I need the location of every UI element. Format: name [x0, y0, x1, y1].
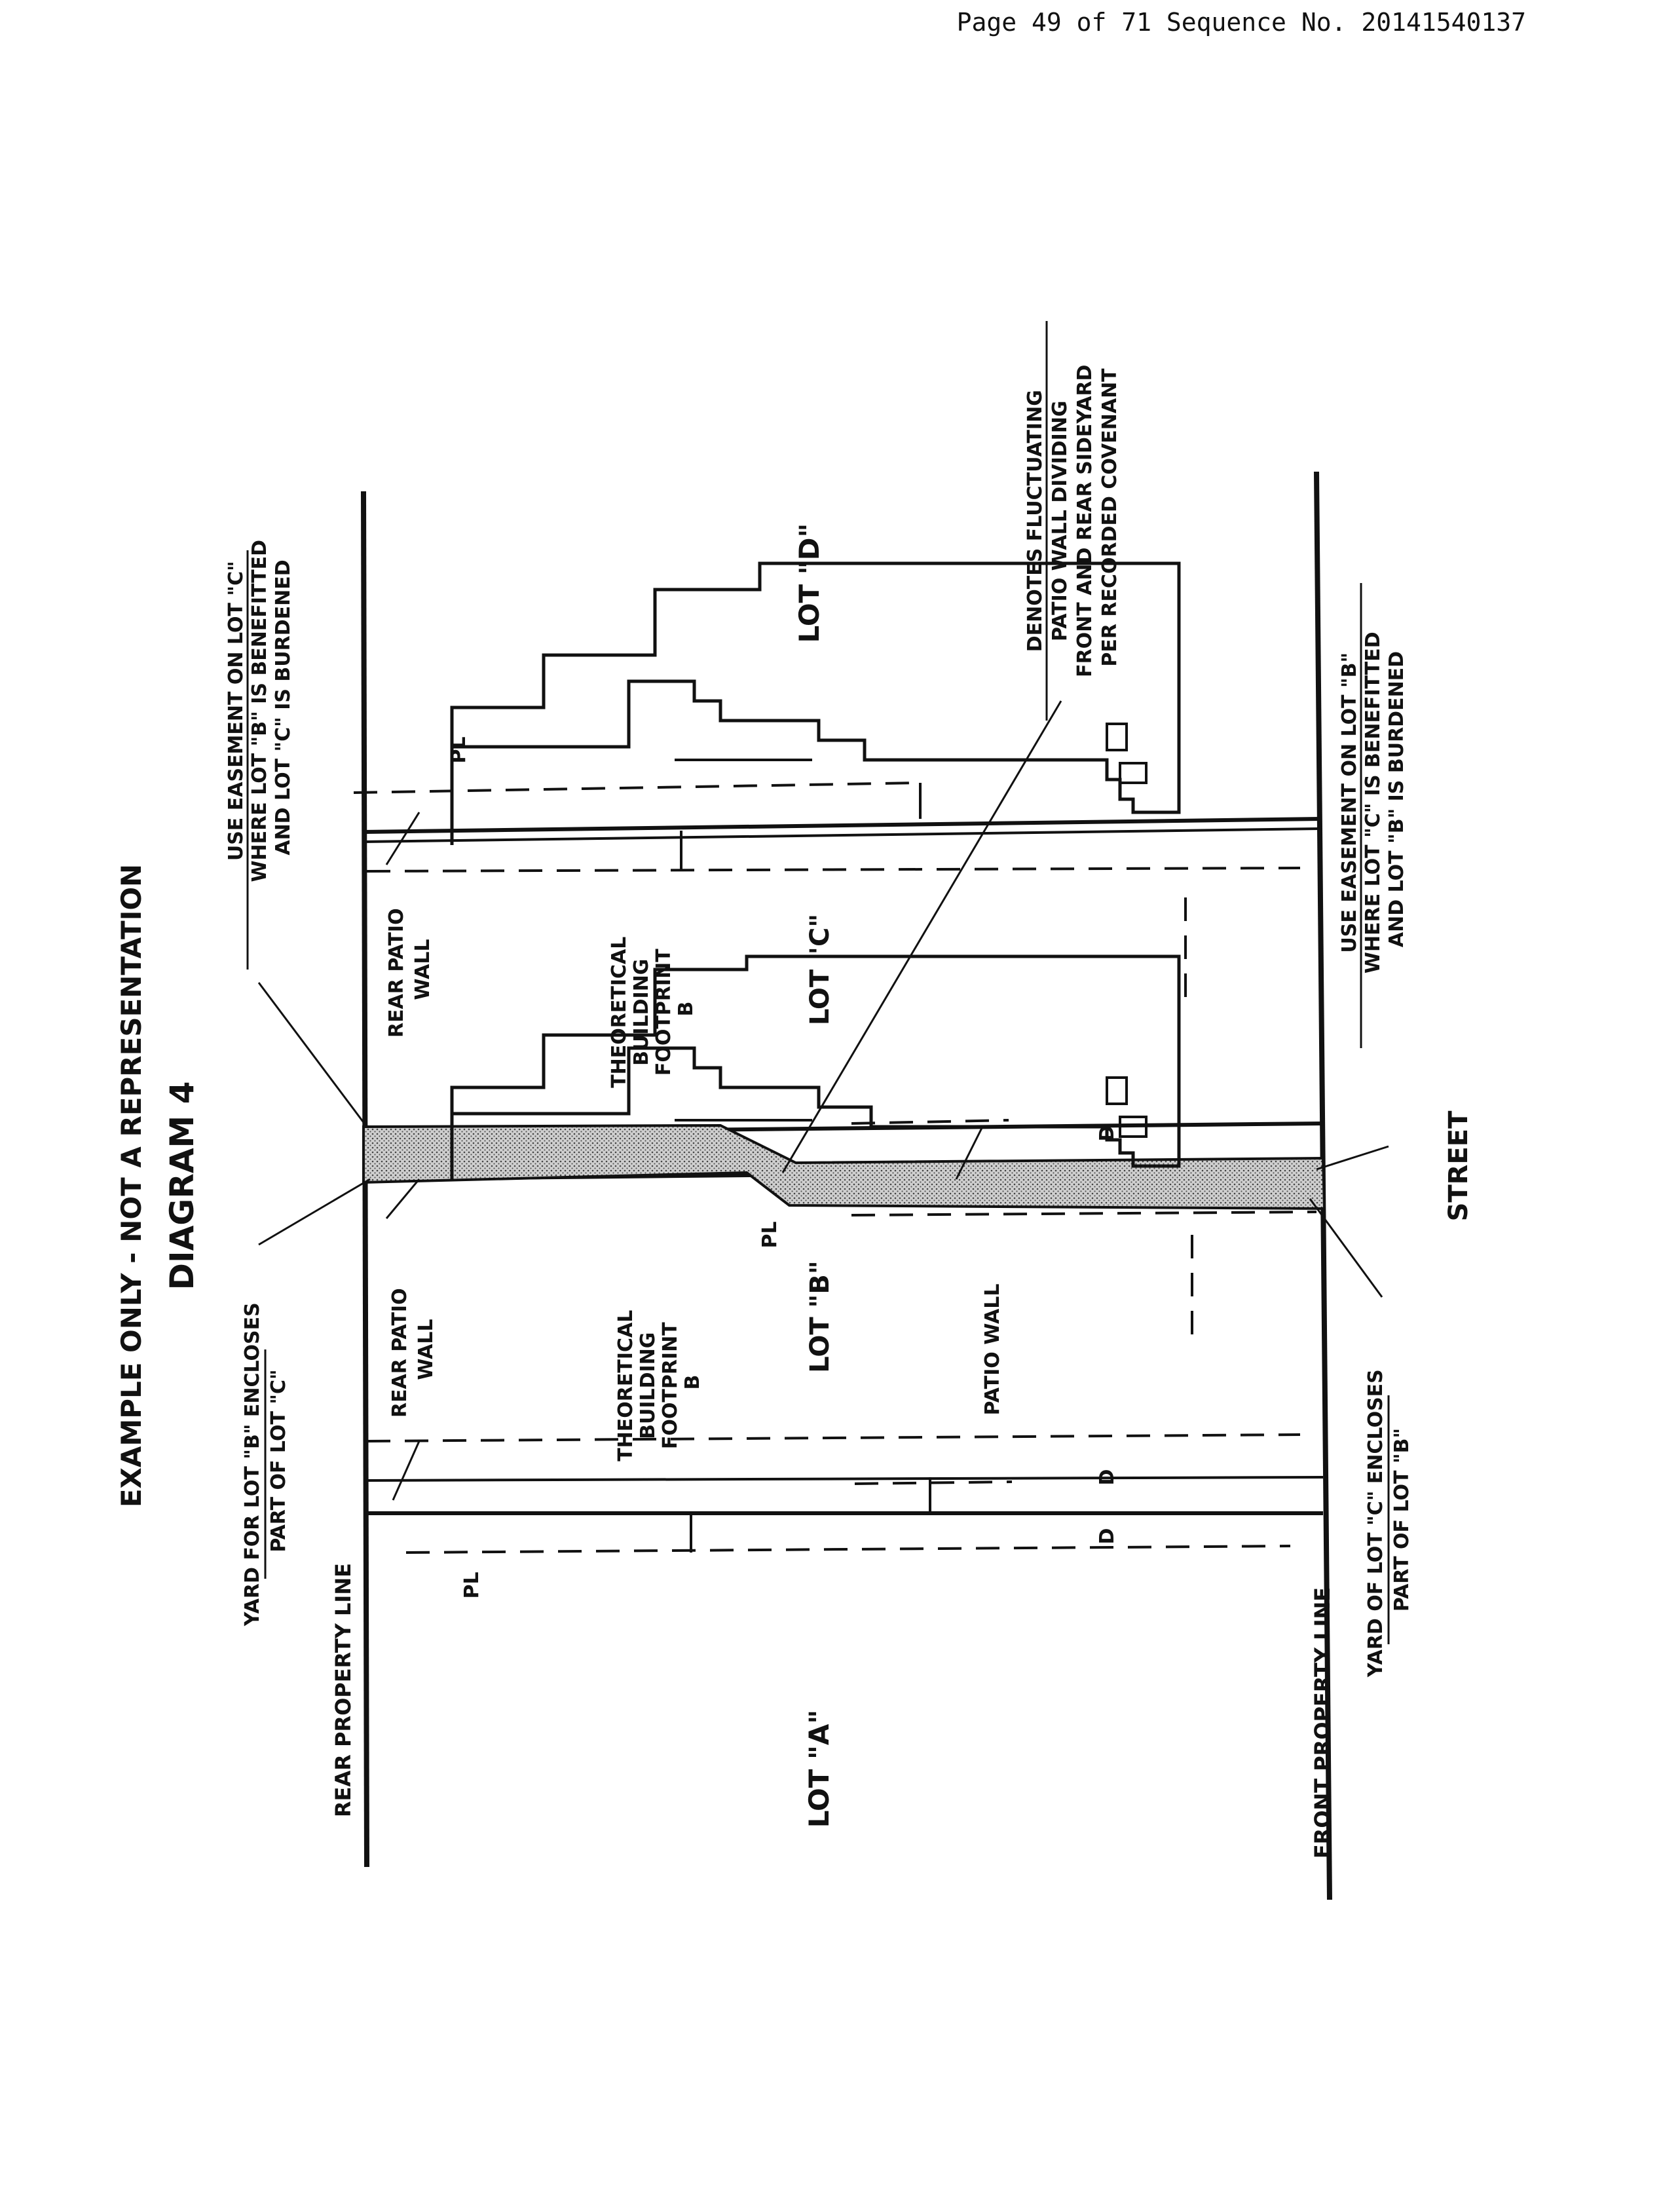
svg-text:LOT "C": LOT "C"	[805, 914, 835, 1025]
svg-text:REAR PATIO WALL: REAR PATIO WALL	[388, 1281, 438, 1418]
diagram-subtitle: DIAGRAM 4	[163, 1082, 201, 1291]
window-c-1	[1119, 762, 1148, 784]
footprint-b-label: THEORETICAL BUILDING FOOTPRINT B	[614, 1303, 704, 1461]
easement-lot-b-label: USE EASEMENT ON LOT "B" WHERE LOT "C" IS…	[1338, 625, 1408, 973]
window-b-1	[1119, 1116, 1148, 1138]
svg-text:PL: PL	[758, 1221, 781, 1248]
lot-b-label: LOT "B"	[805, 1260, 835, 1372]
diagram-title: EXAMPLE ONLY - NOT A REPRESENTATION	[115, 864, 147, 1507]
svg-text:PL: PL	[460, 1572, 483, 1598]
svg-text:DENOTES FLUCTUATING PATI: DENOTES FLUCTUATING PATIO WALL DIVIDING …	[1024, 358, 1121, 677]
lot-d-label: LOT "D"	[793, 523, 825, 643]
d-symbol-3: D	[1096, 1125, 1119, 1142]
pl-symbol-2: PL	[758, 1221, 781, 1248]
svg-text:EXAMPLE ONLY - NOT A REPRESENT: EXAMPLE ONLY - NOT A REPRESENTATION	[115, 864, 147, 1507]
svg-text:D: D	[1096, 1528, 1119, 1545]
front-property-line-label: FRONT PROPERTY LINE	[1310, 1587, 1335, 1858]
lot-a-label: LOT "A"	[803, 1710, 835, 1828]
svg-text:THEORETICAL BUILDING: THEORETICAL BUILDING FOOTPRINT B	[614, 1303, 704, 1461]
yard-c-label: YARD OF LOT "C" ENCLOSES PART OF LOT "B"	[1364, 1363, 1413, 1678]
rear-patio-wall-label-b: REAR PATIO WALL	[388, 1281, 438, 1418]
fluctuating-patio-wall-strip	[362, 1123, 1326, 1211]
svg-text:USE EASEMENT ON LOT "B": USE EASEMENT ON LOT "B" WHERE LOT "C" IS…	[1338, 625, 1408, 973]
svg-text:PATIO WALL: PATIO WALL	[981, 1284, 1004, 1416]
street-label: STREET	[1444, 1110, 1474, 1222]
lot-line-c-d-outer	[363, 817, 1320, 834]
svg-text:LOT "B": LOT "B"	[805, 1260, 835, 1372]
svg-text:D: D	[1096, 1125, 1119, 1142]
svg-text:YARD OF LOT "C" ENCLOSES: YARD OF LOT "C" ENCLOSES PART OF LOT "B"	[1364, 1363, 1413, 1678]
rear-property-line-label: REAR PROPERTY LINE	[331, 1563, 356, 1817]
svg-text:PL: PL	[447, 736, 470, 763]
setback-dashed-lines	[353, 782, 1317, 1554]
lot-c-label: LOT "C"	[805, 914, 835, 1025]
window-c-2	[1106, 723, 1128, 751]
d-symbol-2: D	[1096, 1469, 1119, 1486]
footprint-c-label: THEORETICAL BUILDING FOOTPRINT B	[608, 930, 698, 1088]
svg-text:D: D	[1096, 1469, 1119, 1486]
lot-line-a-b-inner	[366, 1476, 1324, 1482]
rear-patio-wall-label-c: REAR PATIO WALL	[385, 901, 434, 1038]
d-symbol-1: D	[1096, 1528, 1119, 1545]
svg-text:USE EASEMENT ON LOT "C": USE EASEMENT ON LOT "C" WHERE LOT "B" IS…	[225, 533, 295, 882]
yard-b-label: YARD FOR LOT "B" ENCLOSES PART OF LOT "C…	[241, 1296, 290, 1627]
svg-text:STREET: STREET	[1444, 1110, 1474, 1222]
svg-text:LOT "A": LOT "A"	[803, 1710, 835, 1828]
svg-text:LOT "D": LOT "D"	[793, 523, 825, 643]
fluctuating-wall-note: DENOTES FLUCTUATING PATIO WALL DIVIDING …	[1024, 358, 1121, 677]
building-footprint-lot-b	[450, 954, 1181, 1179]
svg-text:YARD FOR LOT "B" ENCLOSES: YARD FOR LOT "B" ENCLOSES PART OF LOT "C…	[241, 1296, 290, 1627]
svg-text:FRONT PROPERTY LINE: FRONT PROPERTY LINE	[1310, 1587, 1335, 1858]
leader-lines	[257, 700, 1389, 1501]
svg-text:THEORETICAL BUILDING: THEORETICAL BUILDING FOOTPRINT B	[608, 930, 698, 1088]
pl-symbol-1: PL	[460, 1572, 483, 1598]
svg-text:DIAGRAM 4: DIAGRAM 4	[163, 1082, 201, 1291]
easement-lot-c-label: USE EASEMENT ON LOT "C" WHERE LOT "B" IS…	[225, 533, 295, 882]
lot-line-c-d-inner	[363, 827, 1320, 843]
svg-text:REAR PATIO WALL: REAR PATIO WALL	[385, 901, 434, 1038]
svg-text:REAR PROPERTY LINE: REAR PROPERTY LINE	[331, 1563, 356, 1817]
patio-wall-label: PATIO WALL	[981, 1284, 1004, 1416]
pl-symbol-3: PL	[447, 736, 470, 763]
window-b-2	[1106, 1076, 1128, 1105]
page-sequence-header: Page 49 of 71 Sequence No. 20141540137	[956, 8, 1526, 37]
